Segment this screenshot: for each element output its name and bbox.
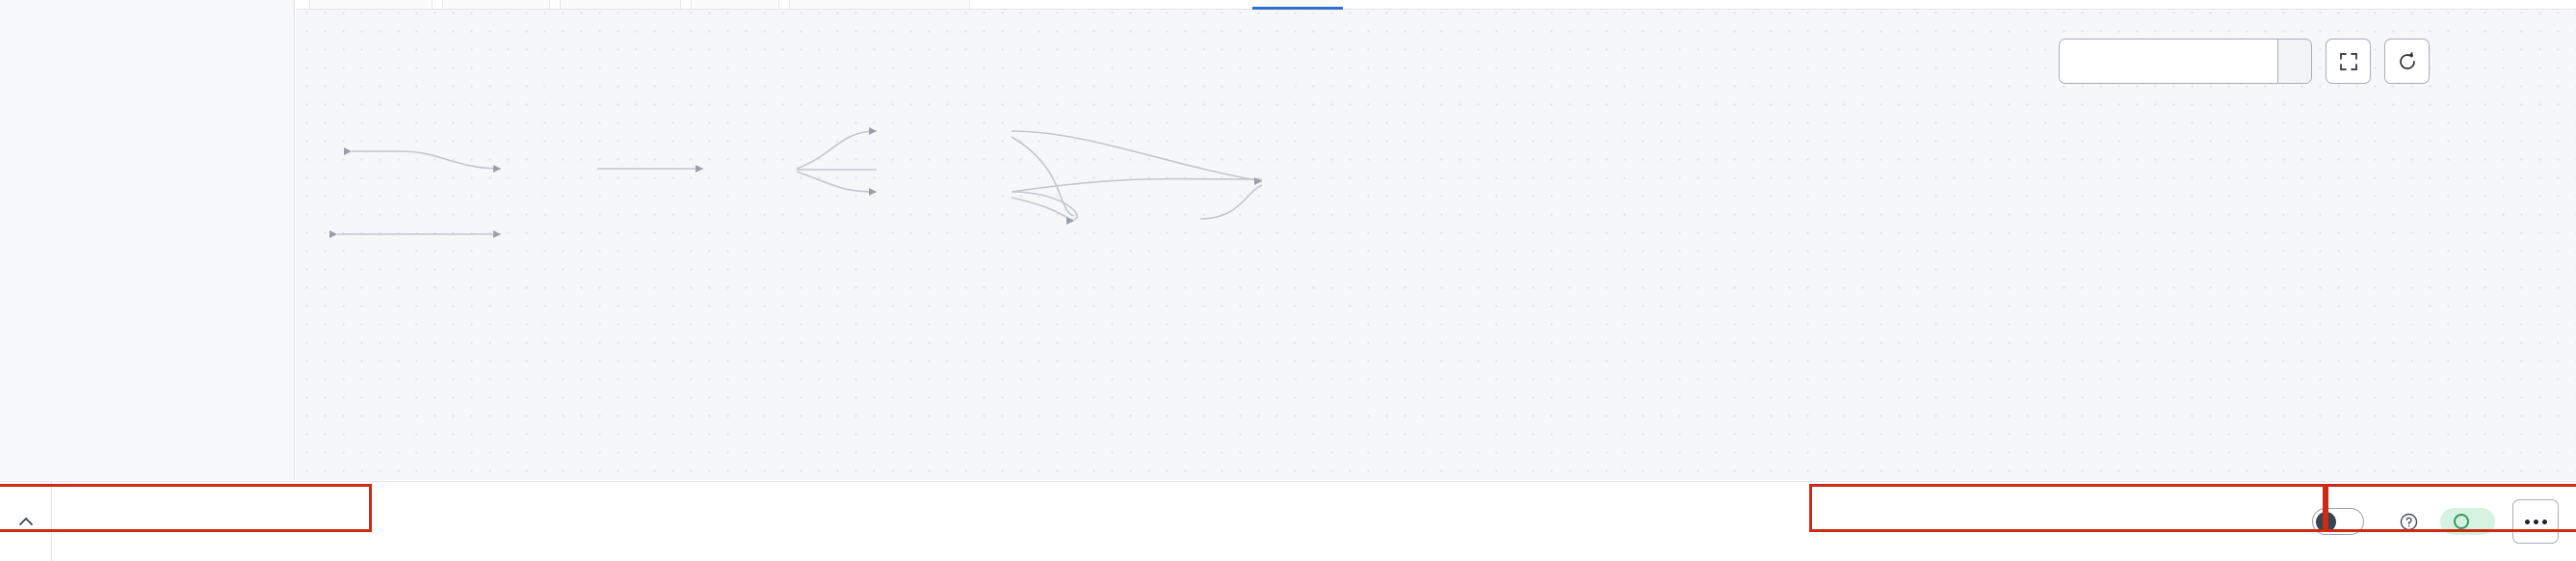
lineage-graph-canvas[interactable]: [296, 0, 2576, 480]
ellipsis-icon[interactable]: [2512, 499, 2559, 544]
defer-toggle-group[interactable]: [2312, 508, 2419, 535]
update-graph-button[interactable]: [2277, 40, 2311, 83]
active-tab-indicator: [1252, 7, 1343, 10]
defer-toggle-switch[interactable]: [2312, 508, 2364, 535]
help-circle-icon[interactable]: [2399, 512, 2419, 532]
refresh-icon[interactable]: [2384, 39, 2430, 84]
editor-tab[interactable]: [309, 0, 433, 9]
circle-icon: [2454, 514, 2469, 529]
chevron-up-icon[interactable]: [0, 482, 52, 561]
bottom-bar-right: [2291, 482, 2576, 561]
file-explorer-sidebar[interactable]: [0, 0, 295, 480]
graph-query-group[interactable]: [2059, 39, 2312, 84]
graph-toolbar[interactable]: [2059, 39, 2430, 84]
toggle-knob: [2316, 511, 2336, 532]
editor-tab[interactable]: [789, 0, 970, 9]
terminal-command-input[interactable]: [52, 482, 2291, 561]
editor-tab[interactable]: [442, 0, 550, 9]
graph-query-input[interactable]: [2060, 40, 2277, 83]
editor-tab[interactable]: [560, 0, 681, 9]
bottom-status-bar: [0, 481, 2576, 561]
status-badge[interactable]: [2440, 508, 2495, 535]
editor-tab[interactable]: [691, 0, 779, 9]
fullscreen-icon[interactable]: [2326, 39, 2371, 84]
editor-tab-strip: [296, 0, 2576, 10]
